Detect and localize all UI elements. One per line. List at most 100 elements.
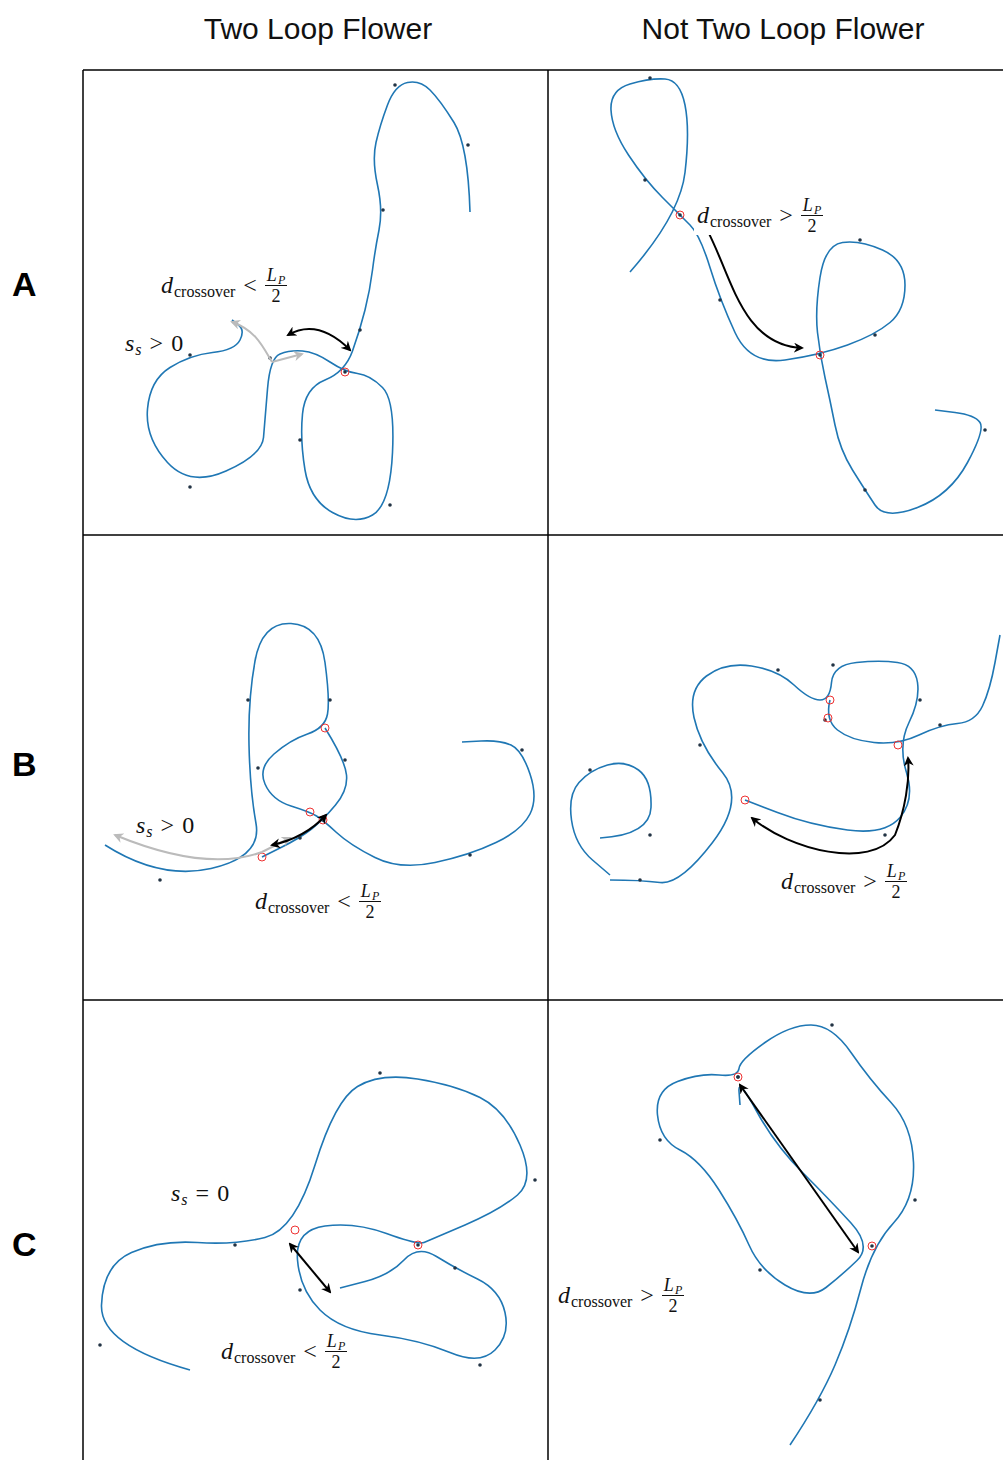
numerator: LP [801, 196, 823, 216]
bead [520, 748, 524, 752]
bead [381, 208, 385, 212]
subscript: s [135, 341, 141, 359]
bead [188, 353, 192, 357]
denominator: 2 [272, 286, 281, 305]
bead [343, 758, 347, 762]
bead [158, 878, 162, 882]
relation: = [196, 1180, 210, 1207]
bead [256, 766, 260, 770]
symbol: L [361, 882, 371, 900]
symbol: L [664, 1276, 674, 1294]
value: 0 [171, 330, 183, 357]
relation: < [243, 272, 257, 299]
bead [983, 428, 987, 432]
crossover-mark [816, 351, 824, 359]
relation: < [337, 888, 351, 915]
denominator: 2 [808, 216, 817, 235]
numerator: LP [359, 882, 381, 902]
bead [466, 143, 470, 147]
symbol: L [267, 266, 277, 284]
subscript: crossover [174, 283, 235, 301]
panel-grid [83, 70, 1003, 1460]
bead [736, 1075, 740, 1079]
relation: > [161, 812, 175, 839]
bead [678, 213, 682, 217]
bead [863, 488, 867, 492]
numerator: LP [885, 862, 907, 882]
bead [648, 76, 652, 80]
relation: > [640, 1282, 654, 1309]
crossover-mark [306, 808, 314, 816]
crossover-distance-label: dcrossover<LP2 [218, 1332, 350, 1371]
crossover-mark [258, 853, 266, 861]
row-letter: B [12, 745, 37, 784]
bead [918, 698, 922, 702]
crossover-mark [826, 696, 834, 704]
subscript: P [278, 274, 285, 286]
polymer-curves [98, 76, 1000, 1445]
crossover-mark [741, 796, 749, 804]
crossover-mark [824, 714, 832, 722]
symbol: s [136, 812, 145, 839]
bead [388, 503, 392, 507]
symbol: d [558, 1282, 570, 1309]
polymer-chain [571, 763, 651, 875]
relation: > [863, 868, 877, 895]
fraction: LP2 [801, 196, 823, 235]
bead [378, 1071, 382, 1075]
crossover-distance-label: dcrossover>LP2 [778, 862, 910, 901]
crossover-mark [894, 741, 902, 749]
bead [718, 298, 722, 302]
symbol: s [171, 1180, 180, 1207]
bead [358, 328, 362, 332]
grey-arrows [115, 322, 302, 859]
polymer-chain [829, 635, 1000, 743]
denominator: 2 [669, 1296, 678, 1315]
bead [343, 370, 347, 374]
bead [638, 878, 642, 882]
bead [658, 1138, 662, 1142]
bead [298, 1288, 302, 1292]
value: 0 [217, 1180, 229, 1207]
column-header: Not Two Loop Flower [642, 12, 925, 46]
crossover-mark [414, 1241, 422, 1249]
denominator: 2 [892, 882, 901, 901]
subscript: P [898, 870, 905, 882]
symbol: s [125, 330, 134, 357]
value: 0 [182, 812, 194, 839]
polymer-chain [262, 728, 347, 857]
polymer-chain [105, 623, 534, 871]
crossover-mark [321, 724, 329, 732]
subscript: s [146, 823, 152, 841]
polymer-chain [611, 79, 981, 513]
numerator: LP [662, 1276, 684, 1296]
separation-label: ss=0 [168, 1180, 232, 1207]
bead [468, 853, 472, 857]
crossover-mark [868, 1242, 876, 1250]
symbol: d [781, 868, 793, 895]
column-header: Two Loop Flower [204, 12, 432, 46]
separation-label: ss >0 [133, 812, 197, 839]
fraction: LP2 [885, 862, 907, 901]
bead [938, 723, 942, 727]
bead [883, 833, 887, 837]
bead [818, 353, 822, 357]
polymer-chain [147, 82, 470, 519]
bead [870, 1244, 874, 1248]
bead [758, 1268, 762, 1272]
symbol: L [887, 862, 897, 880]
subscript: crossover [710, 213, 771, 231]
subscript: crossover [234, 1349, 295, 1367]
fraction: LP2 [662, 1276, 684, 1315]
bead [416, 1243, 420, 1247]
subscript: crossover [268, 899, 329, 917]
bead [393, 83, 397, 87]
subscript: P [372, 890, 379, 902]
row-letter: A [12, 265, 37, 304]
bead [188, 485, 192, 489]
subscript: P [338, 1340, 345, 1352]
symbol: d [221, 1338, 233, 1365]
separation-label: ss>0 [122, 330, 186, 357]
bead [776, 668, 780, 672]
